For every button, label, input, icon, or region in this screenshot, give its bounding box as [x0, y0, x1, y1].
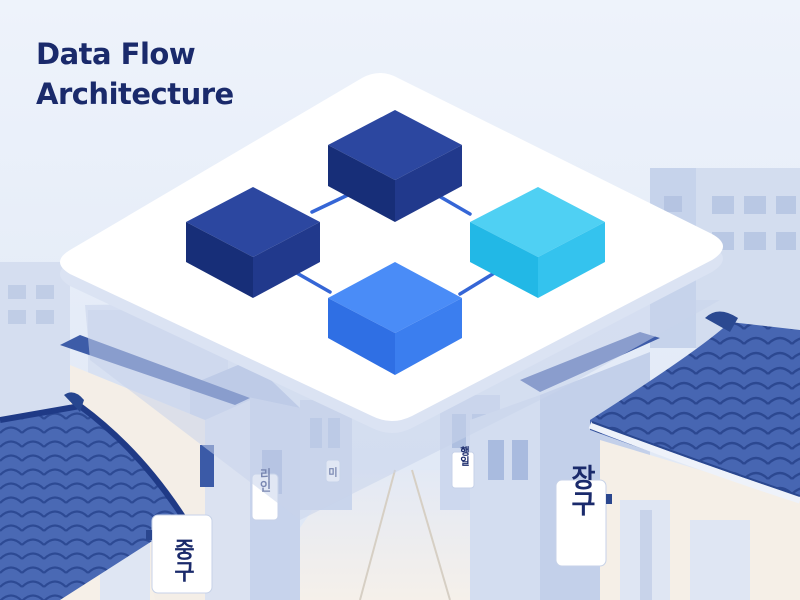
sign-junggu-text: 중구: [170, 538, 195, 582]
title-line-1: Data Flow: [36, 37, 196, 71]
connector-4: [458, 270, 498, 296]
block-left-navy: [186, 187, 320, 298]
sign-janggu: 장구: [555, 464, 612, 567]
sign-haengil-text: 행일: [458, 445, 470, 467]
platform: [60, 73, 723, 433]
title-line-2: Architecture: [36, 77, 234, 111]
block-top-navy: [328, 110, 462, 222]
diagram-title: Data Flow Architecture: [36, 34, 234, 114]
sign-junggu: 중구: [146, 514, 213, 594]
right-roof: [588, 311, 800, 504]
block-bottom-blue: [328, 262, 462, 375]
block-right-cyan: [470, 187, 605, 298]
left-roof: [0, 392, 188, 600]
sign-haengil: 행일: [451, 445, 475, 489]
sign-janggu-text: 장구: [566, 464, 596, 516]
connector-1: [310, 192, 352, 214]
